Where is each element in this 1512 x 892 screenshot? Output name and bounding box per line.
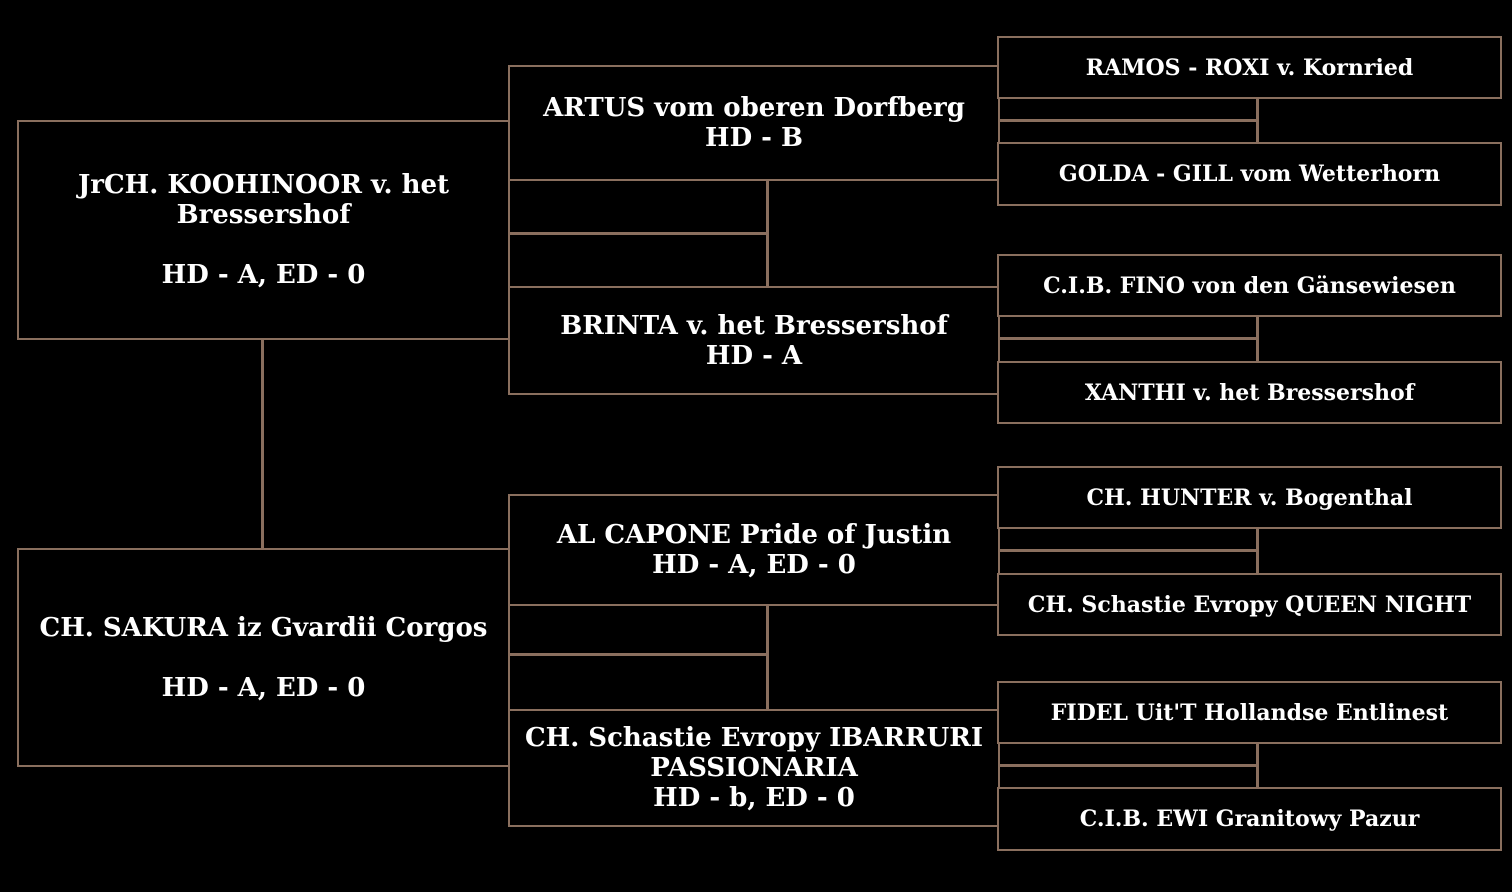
ggp-box-7: FIDEL Uit'T Hollandse Entlinest	[997, 681, 1502, 744]
dam-sire-box: AL CAPONE Pride of Justin HD - A, ED - 0	[508, 494, 1000, 606]
connector-artus-brinta-h1	[509, 232, 769, 235]
dam-box: CH. SAKURA iz Gvardii Corgos HD - A, ED …	[17, 548, 510, 767]
ggp-box-8: C.I.B. EWI Granitowy Pazur	[997, 787, 1502, 851]
dam-dam-health: HD - b, ED - 0	[653, 783, 855, 813]
connector-g3-pair4-v	[1256, 742, 1259, 789]
ggp-name-2: GOLDA - GILL vom Wetterhorn	[1058, 161, 1441, 187]
dam-dam-name-line2: PASSIONARIA	[650, 753, 858, 783]
ggp-box-5: CH. HUNTER v. Bogenthal	[997, 466, 1502, 529]
sire-name-line1: JrCH. KOOHINOOR v. het	[77, 170, 450, 200]
sire-box: JrCH. KOOHINOOR v. het Bressershof HD - …	[17, 120, 510, 340]
dam-sire-health: HD - A, ED - 0	[652, 550, 856, 580]
ggp-name-7: FIDEL Uit'T Hollandse Entlinest	[1050, 699, 1449, 726]
ggp-name-6: CH. Schastie Evropy QUEEN NIGHT	[1027, 591, 1472, 618]
ggp-box-6: CH. Schastie Evropy QUEEN NIGHT	[997, 573, 1502, 636]
connector-sire-dam	[261, 338, 264, 550]
sire-health: HD - A, ED - 0	[161, 260, 366, 290]
connector-g3-pair1-v	[1256, 97, 1259, 144]
connector-g3-pair2-v	[1256, 315, 1259, 363]
connector-g3-pair3-v	[1256, 527, 1259, 575]
ggp-box-4: XANTHI v. het Bressershof	[997, 361, 1502, 424]
ggp-box-2: GOLDA - GILL vom Wetterhorn	[997, 142, 1502, 206]
sire-dam-box: BRINTA v. het Bressershof HD - A	[508, 286, 1000, 395]
ggp-name-5: CH. HUNTER v. Bogenthal	[1086, 484, 1413, 511]
sire-sire-health: HD - B	[705, 123, 803, 153]
connector-alcapone-ibarruri-h1	[509, 653, 769, 656]
connector-alcapone-ibarruri-v	[766, 603, 769, 711]
sire-name-line2: Bressershof	[176, 200, 351, 230]
ggp-name-4: XANTHI v. het Bressershof	[1084, 379, 1415, 406]
connector-g3-pair1	[998, 119, 1258, 122]
sire-dam-name: BRINTA v. het Bressershof	[560, 310, 948, 341]
ggp-box-1: RAMOS - ROXI v. Kornried	[997, 36, 1502, 99]
dam-sire-name: AL CAPONE Pride of Justin	[556, 520, 952, 550]
ggp-name-8: C.I.B. EWI Granitowy Pazur	[1079, 806, 1420, 832]
connector-g3-pair4	[998, 764, 1258, 767]
ggp-name-1: RAMOS - ROXI v. Kornried	[1085, 54, 1414, 81]
connector-g3-pair2	[998, 337, 1258, 340]
dam-dam-name-line1: CH. Schastie Evropy IBARRURI	[524, 723, 984, 753]
sire-sire-box: ARTUS vom oberen Dorfberg HD - B	[508, 65, 1000, 181]
sire-dam-health: HD - A	[705, 340, 803, 371]
sire-sire-name: ARTUS vom oberen Dorfberg	[543, 93, 965, 123]
connector-artus-brinta-v	[766, 178, 769, 288]
dam-health: HD - A, ED - 0	[161, 672, 366, 703]
ggp-name-3: C.I.B. FINO von den Gänsewiesen	[1043, 272, 1456, 299]
dam-name: CH. SAKURA iz Gvardii Corgos	[39, 612, 488, 643]
ggp-box-3: C.I.B. FINO von den Gänsewiesen	[997, 254, 1502, 317]
connector-g3-pair3	[998, 549, 1258, 552]
dam-dam-box: CH. Schastie Evropy IBARRURI PASSIONARIA…	[508, 709, 1000, 827]
